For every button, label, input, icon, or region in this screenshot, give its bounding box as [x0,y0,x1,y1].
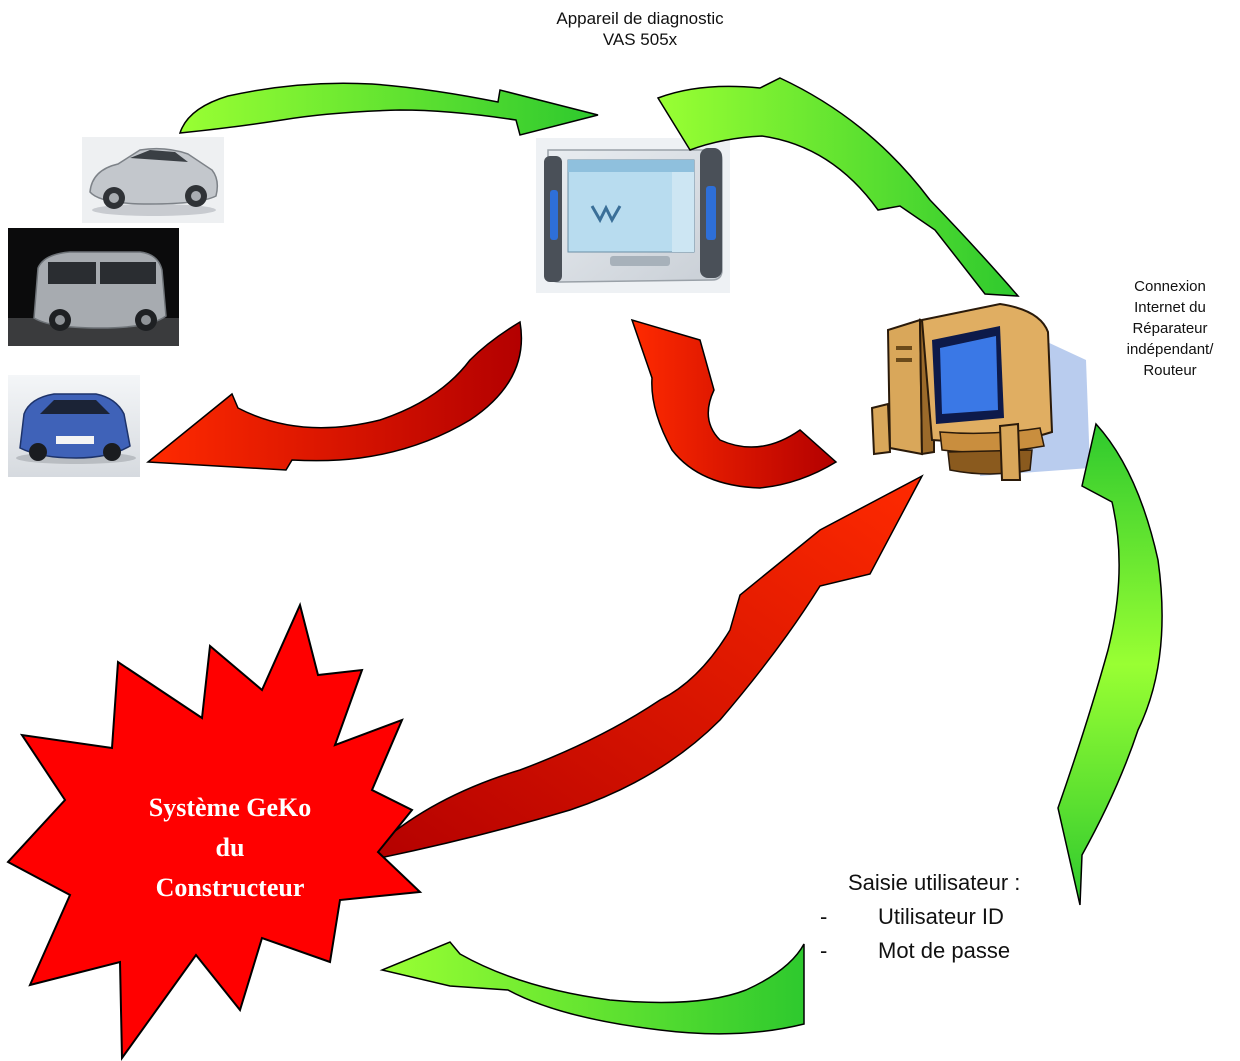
geko-label-line: du [215,833,245,862]
red-arrow-computer-to-vas [630,318,838,489]
user-input-block: Saisie utilisateur : - Utilisateur ID - … [820,866,1060,968]
red-arrow-vas-to-cars [146,320,523,471]
green-arrow-computer-to-user-input [1057,422,1163,906]
user-id-label: Utilisateur ID [878,904,1004,929]
green-arrow-cars-to-vas [178,82,599,136]
bullet-dash: - [820,904,828,929]
geko-label-line: Système GeKo [148,793,312,822]
geko-label-line: Constructeur [155,873,305,902]
bullet-dash: - [820,938,828,963]
blue-hatchback-car-photo [8,375,140,477]
internet-connection-label: Connexion Internet du Réparateur indépen… [1100,276,1240,381]
red-arrow-geko-to-computer [357,474,924,864]
silver-convertible-car-photo [82,137,224,223]
vas-device-label: Appareil de diagnostic VAS 505x [500,8,780,50]
desktop-computer-clipart [870,302,1090,481]
geko-system-label: Système GeKo du Constructeur [80,788,380,908]
vas-diagnostic-tablet-image [536,138,730,293]
internet-label-line: Connexion [1134,278,1206,295]
password-label: Mot de passe [878,938,1011,963]
internet-label-line: Réparateur [1132,320,1208,337]
green-arrow-user-input-to-geko [379,941,805,1035]
user-input-item: - Utilisateur ID [820,900,1060,934]
geko-starburst [6,601,423,1061]
vas-device-label-line-2: VAS 505x [602,30,678,49]
user-input-title: Saisie utilisateur : [848,870,1021,895]
internet-label-line: indépendant/ [1126,341,1214,358]
user-input-item: - Mot de passe [820,934,1060,968]
vas-device-label-line-1: Appareil de diagnostic [556,9,724,28]
internet-label-line: Internet du [1134,299,1206,316]
green-arrow-vas-to-computer [656,77,1020,297]
silver-van-photo [8,228,179,346]
internet-label-line: Routeur [1143,362,1197,379]
